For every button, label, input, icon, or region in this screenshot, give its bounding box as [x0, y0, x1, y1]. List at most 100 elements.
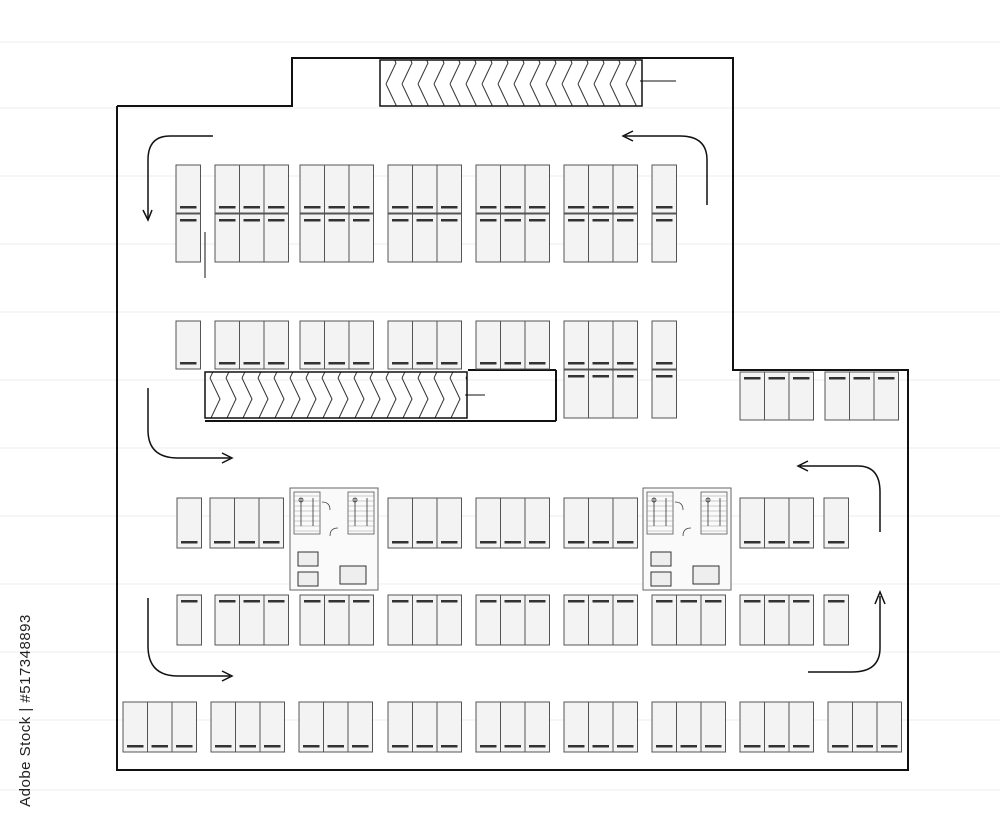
wheel-stop	[263, 541, 280, 544]
stall-outline	[412, 594, 438, 646]
stair-icon	[347, 491, 375, 535]
wheel-stop	[328, 206, 345, 209]
wheel-stop	[441, 600, 458, 603]
wheel-stop	[568, 219, 585, 222]
parking-stall	[588, 369, 614, 419]
wheel-stop	[392, 541, 409, 544]
wheel-stop	[352, 745, 369, 748]
parking-stall	[436, 213, 462, 263]
wheel-stop	[504, 206, 521, 209]
parking-stall	[524, 594, 550, 646]
wheel-stop	[568, 206, 585, 209]
stall-outline	[324, 320, 350, 370]
parking-stall	[739, 497, 765, 549]
parking-stall	[500, 320, 526, 370]
stall-outline	[348, 594, 374, 646]
stall-outline	[175, 320, 201, 370]
parking-stall	[324, 213, 350, 263]
elevator-icon	[650, 571, 672, 587]
wheel-stop	[219, 600, 236, 603]
wheel-stop	[441, 206, 458, 209]
stairwell-core	[289, 487, 379, 591]
parking-stall	[524, 164, 550, 214]
parking-stall	[651, 213, 677, 263]
wheel-stop	[480, 600, 497, 603]
stall-outline	[214, 164, 240, 214]
stall-outline	[239, 213, 265, 263]
parking-stall	[823, 594, 849, 646]
parking-stall	[676, 701, 702, 753]
parking-stall	[239, 594, 265, 646]
wheel-stop	[480, 362, 497, 365]
stall-outline	[299, 213, 325, 263]
wheel-stop	[744, 745, 761, 748]
parking-stall	[852, 701, 878, 753]
wheel-stop	[180, 362, 197, 365]
wheel-stop	[768, 541, 785, 544]
stall-outline	[764, 594, 790, 646]
stall-outline	[588, 497, 614, 549]
door-swing-icon	[682, 527, 692, 537]
elevator-icon	[339, 565, 367, 585]
wheel-stop	[568, 362, 585, 365]
stall-outline	[827, 701, 853, 753]
parking-stall	[323, 701, 349, 753]
wheel-stop	[268, 600, 285, 603]
stair-icon	[700, 491, 728, 535]
stock-image-id: Adobe Stock | #517348893	[14, 600, 36, 820]
parking-stall	[475, 701, 501, 753]
parking-stall	[500, 164, 526, 214]
parking-stall	[209, 497, 235, 549]
parking-stall	[147, 701, 173, 753]
parking-stall	[588, 701, 614, 753]
stall-outline	[524, 497, 550, 549]
parking-stall	[475, 320, 501, 370]
wheel-stop	[656, 206, 673, 209]
parking-stall	[436, 320, 462, 370]
stair-box	[347, 491, 375, 535]
stall-outline	[823, 497, 849, 549]
wheel-stop	[176, 745, 193, 748]
parking-stall	[700, 701, 726, 753]
parking-stall	[588, 497, 614, 549]
wheel-stop	[328, 362, 345, 365]
wheel-stop	[592, 375, 609, 378]
stall-outline	[563, 701, 589, 753]
wheel-stop	[416, 362, 433, 365]
parking-stall	[387, 320, 413, 370]
parking-stall	[122, 701, 148, 753]
parking-stall	[500, 594, 526, 646]
wheel-stop	[392, 362, 409, 365]
wheel-stop	[592, 219, 609, 222]
parking-stall	[348, 164, 374, 214]
parking-stall	[412, 213, 438, 263]
wheel-stop	[705, 745, 722, 748]
parking-stall	[563, 213, 589, 263]
stair-arrow-start	[651, 497, 657, 503]
stall-outline	[788, 371, 814, 421]
wheel-stop	[529, 362, 546, 365]
wheel-stop	[239, 745, 256, 748]
stall-outline	[387, 594, 413, 646]
stall-outline	[412, 213, 438, 263]
wheel-stop	[392, 206, 409, 209]
stall-outline	[122, 701, 148, 753]
wheel-stop	[504, 219, 521, 222]
door-swing-icon	[674, 501, 684, 511]
parking-stall	[563, 164, 589, 214]
stall-outline	[175, 164, 201, 214]
stall-outline	[563, 497, 589, 549]
wheel-stop	[480, 219, 497, 222]
parking-stall	[651, 369, 677, 419]
stall-outline	[171, 701, 197, 753]
wheel-stop	[480, 745, 497, 748]
wheel-stop	[268, 362, 285, 365]
parking-stall	[387, 701, 413, 753]
parking-stall	[563, 594, 589, 646]
wheel-stop	[617, 600, 634, 603]
stall-outline	[651, 164, 677, 214]
stair-icon	[293, 491, 321, 535]
parking-stall	[524, 497, 550, 549]
stall-outline	[176, 594, 202, 646]
parking-stall	[210, 701, 236, 753]
